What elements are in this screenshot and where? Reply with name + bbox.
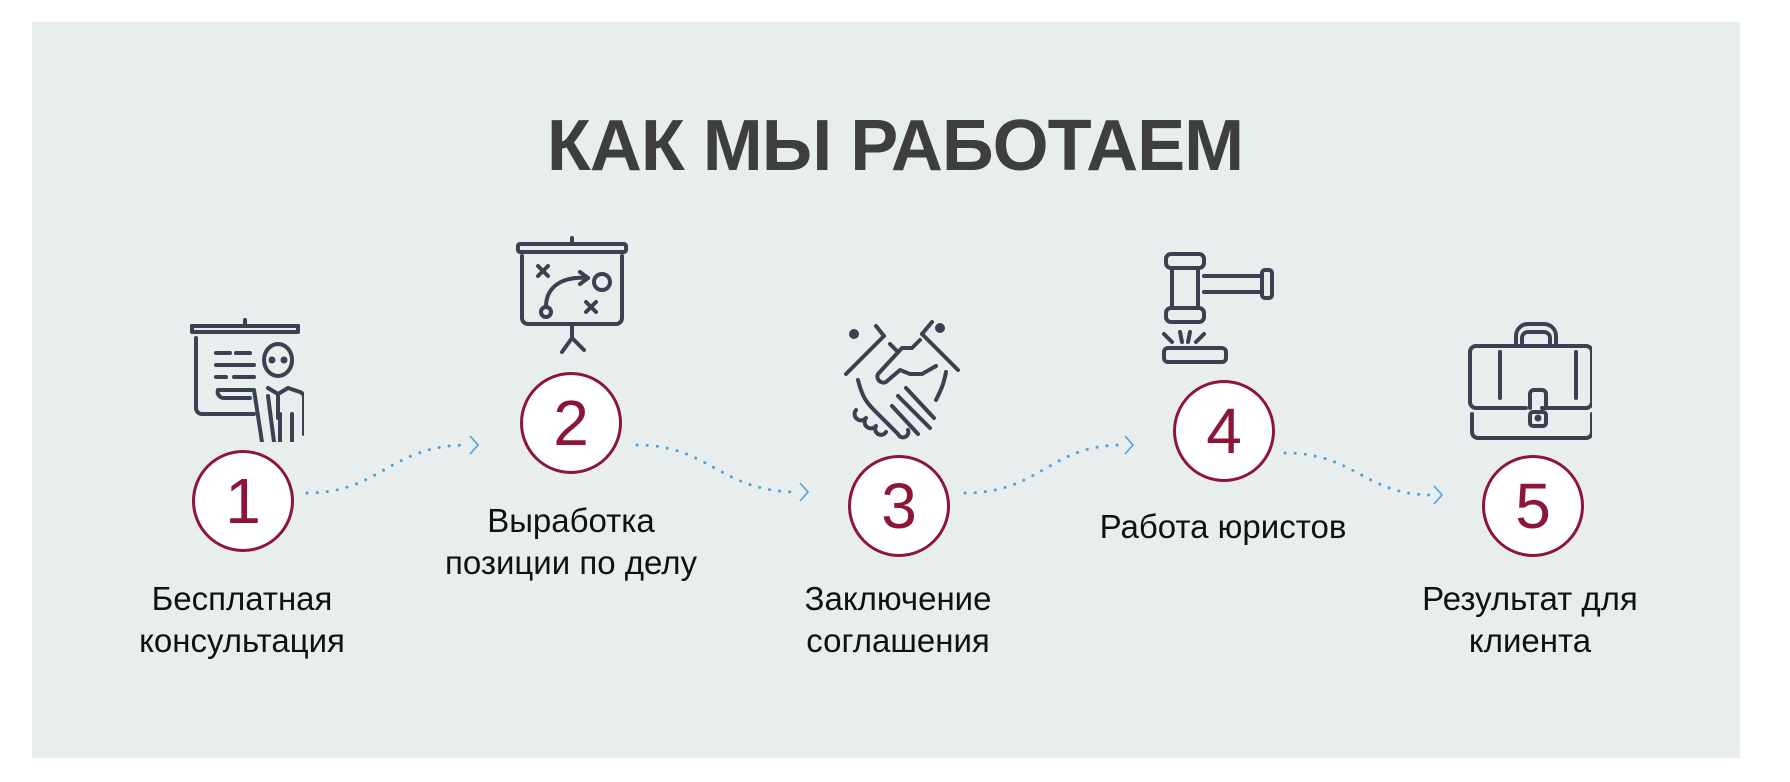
step-number-badge-5: 5 — [1482, 455, 1584, 557]
step-label-line: Заключение — [804, 580, 992, 617]
step-number-badge-4: 4 — [1173, 380, 1275, 482]
step-label-4: Работа юристов — [1053, 506, 1393, 548]
step-label-line: Работа юристов — [1099, 508, 1347, 545]
step-number-badge-1: 1 — [192, 450, 294, 552]
step-label-line: позиции по делу — [444, 544, 697, 581]
step-label-5: Результат для клиента — [1360, 578, 1700, 662]
presenter-board-icon — [180, 318, 304, 442]
step-label-line: консультация — [139, 622, 345, 659]
step-label-1: Бесплатная консультация — [72, 578, 412, 662]
step-label-2: Выработка позиции по делу — [401, 500, 741, 584]
step-number-badge-3: 3 — [848, 455, 950, 557]
step-label-3: Заключение соглашения — [728, 578, 1068, 662]
gavel-icon — [1162, 246, 1286, 370]
briefcase-icon — [1468, 318, 1592, 442]
step-label-line: Бесплатная — [151, 580, 333, 617]
step-label-line: Результат для — [1422, 580, 1638, 617]
step-label-line: соглашения — [806, 622, 990, 659]
handshake-icon — [836, 318, 960, 442]
process-panel — [32, 22, 1740, 758]
step-label-line: клиента — [1468, 622, 1592, 659]
strategy-board-icon — [508, 236, 632, 360]
step-label-line: Выработка — [487, 502, 655, 539]
step-number-badge-2: 2 — [520, 372, 622, 474]
page-title: КАК МЫ РАБОТАЕМ — [546, 106, 1244, 186]
